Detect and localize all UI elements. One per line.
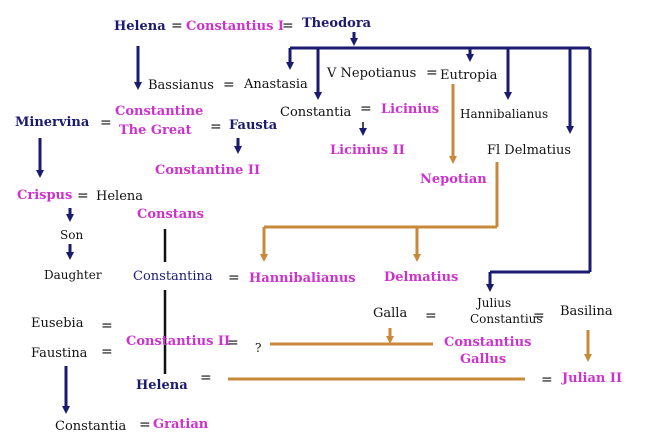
marriage-sign: = — [223, 77, 235, 93]
person-son: Son — [60, 228, 84, 242]
person-basilina: Basilina — [560, 304, 613, 319]
person-fausta: Fausta — [229, 118, 278, 133]
person-helena: Helena — [114, 19, 166, 34]
marriage-sign: = — [541, 372, 553, 388]
person-eusebia: Eusebia — [31, 316, 84, 331]
marriage-sign: = — [282, 18, 294, 34]
marriage-sign: = — [426, 65, 438, 81]
person-hannibalianus-2: Hannibalianus — [249, 271, 356, 286]
person-crispus: Crispus — [17, 188, 73, 203]
person-constantina: Constantina — [133, 269, 213, 284]
person-helena-wife-of-crispus: Helena — [96, 189, 144, 204]
person-julius-constantius-line1: Julius — [477, 296, 512, 310]
person-constantius-gallus-line2: Gallus — [460, 352, 507, 367]
person-julian-ii: Julian II — [562, 371, 623, 386]
brown-lines — [228, 84, 592, 381]
person-delmatius: Delmatius — [384, 270, 459, 285]
person-fl-delmatius: Fl Delmatius — [487, 143, 572, 158]
marriage-sign: = — [101, 318, 113, 334]
person-galla: Galla — [373, 306, 408, 321]
marriage-sign: = — [100, 115, 112, 131]
person-licinius-ii: Licinius II — [330, 143, 405, 158]
person-constantine-the-great-line1: Constantine — [115, 104, 204, 119]
person-constans: Constans — [137, 207, 204, 222]
person-faustina: Faustina — [31, 346, 88, 361]
helena-branch-lines — [36, 46, 242, 414]
marriage-sign: = — [210, 119, 222, 135]
marriage-sign: = — [533, 308, 545, 324]
person-licinius: Licinius — [381, 102, 440, 117]
person-hannibalianus: Hannibalianus — [460, 107, 549, 121]
marriage-sign: = — [77, 188, 89, 204]
person-bassianus: Bassianus — [148, 78, 214, 93]
person-eutropia: Eutropia — [440, 68, 498, 83]
person-constantius-gallus-line1: Constantius — [444, 335, 532, 350]
person-gratian: Gratian — [153, 417, 209, 432]
person-nepotian: Nepotian — [420, 172, 487, 187]
theodora-branch-lines — [286, 32, 592, 292]
person-constantine-the-great-line2: The Great — [119, 123, 192, 138]
marriage-sign: = — [425, 308, 437, 324]
person-constantine-ii: Constantine II — [155, 163, 261, 178]
person-daughter: Daughter — [44, 268, 102, 282]
person-julius-constantius-line2: Constantius — [470, 312, 543, 326]
person-constantius-ii: Constantius II — [126, 334, 231, 349]
person-theodora: Theodora — [302, 16, 372, 31]
marriage-sign: = — [228, 270, 240, 286]
person-helena-daughter-of-constantine: Helena — [136, 378, 188, 393]
marriage-sign: = — [139, 417, 151, 433]
marriage-sign: = — [200, 370, 212, 386]
marriage-sign: = — [360, 101, 372, 117]
person-minervina: Minervina — [15, 115, 90, 130]
marriage-sign: = — [101, 344, 113, 360]
person-unknown-spouse: ? — [255, 341, 262, 355]
person-anastasia: Anastasia — [244, 77, 308, 92]
marriage-sign: = — [171, 18, 183, 34]
person-constantia-wife-of-gratian: Constantia — [55, 419, 127, 434]
person-constantia: Constantia — [280, 105, 352, 120]
person-constantius-i: Constantius I — [186, 19, 284, 34]
person-v-nepotianus: V Nepotianus — [327, 66, 417, 81]
marriage-sign: = — [227, 335, 239, 351]
